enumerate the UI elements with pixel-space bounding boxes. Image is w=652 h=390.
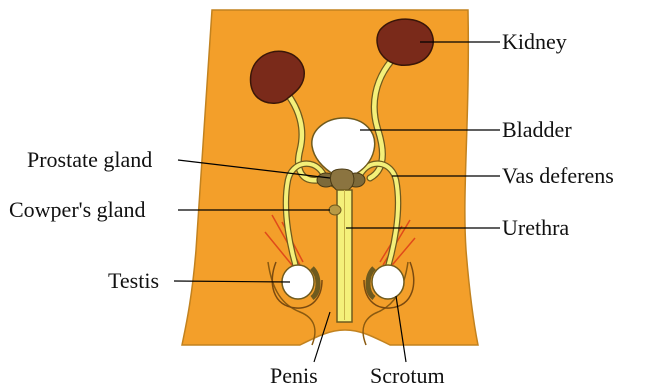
testis-right [372,265,404,299]
label-penis: Penis [270,365,318,387]
label-bladder: Bladder [502,119,572,141]
label-vas-deferens: Vas deferens [502,165,614,187]
label-scrotum: Scrotum [370,365,445,387]
label-prostate-gland: Prostate gland [27,149,152,171]
label-urethra: Urethra [502,217,569,239]
cowpers-gland-shape [329,205,341,215]
label-kidney: Kidney [502,31,567,53]
label-cowpers-gland: Cowper's gland [9,199,146,221]
label-testis: Testis [108,270,159,292]
